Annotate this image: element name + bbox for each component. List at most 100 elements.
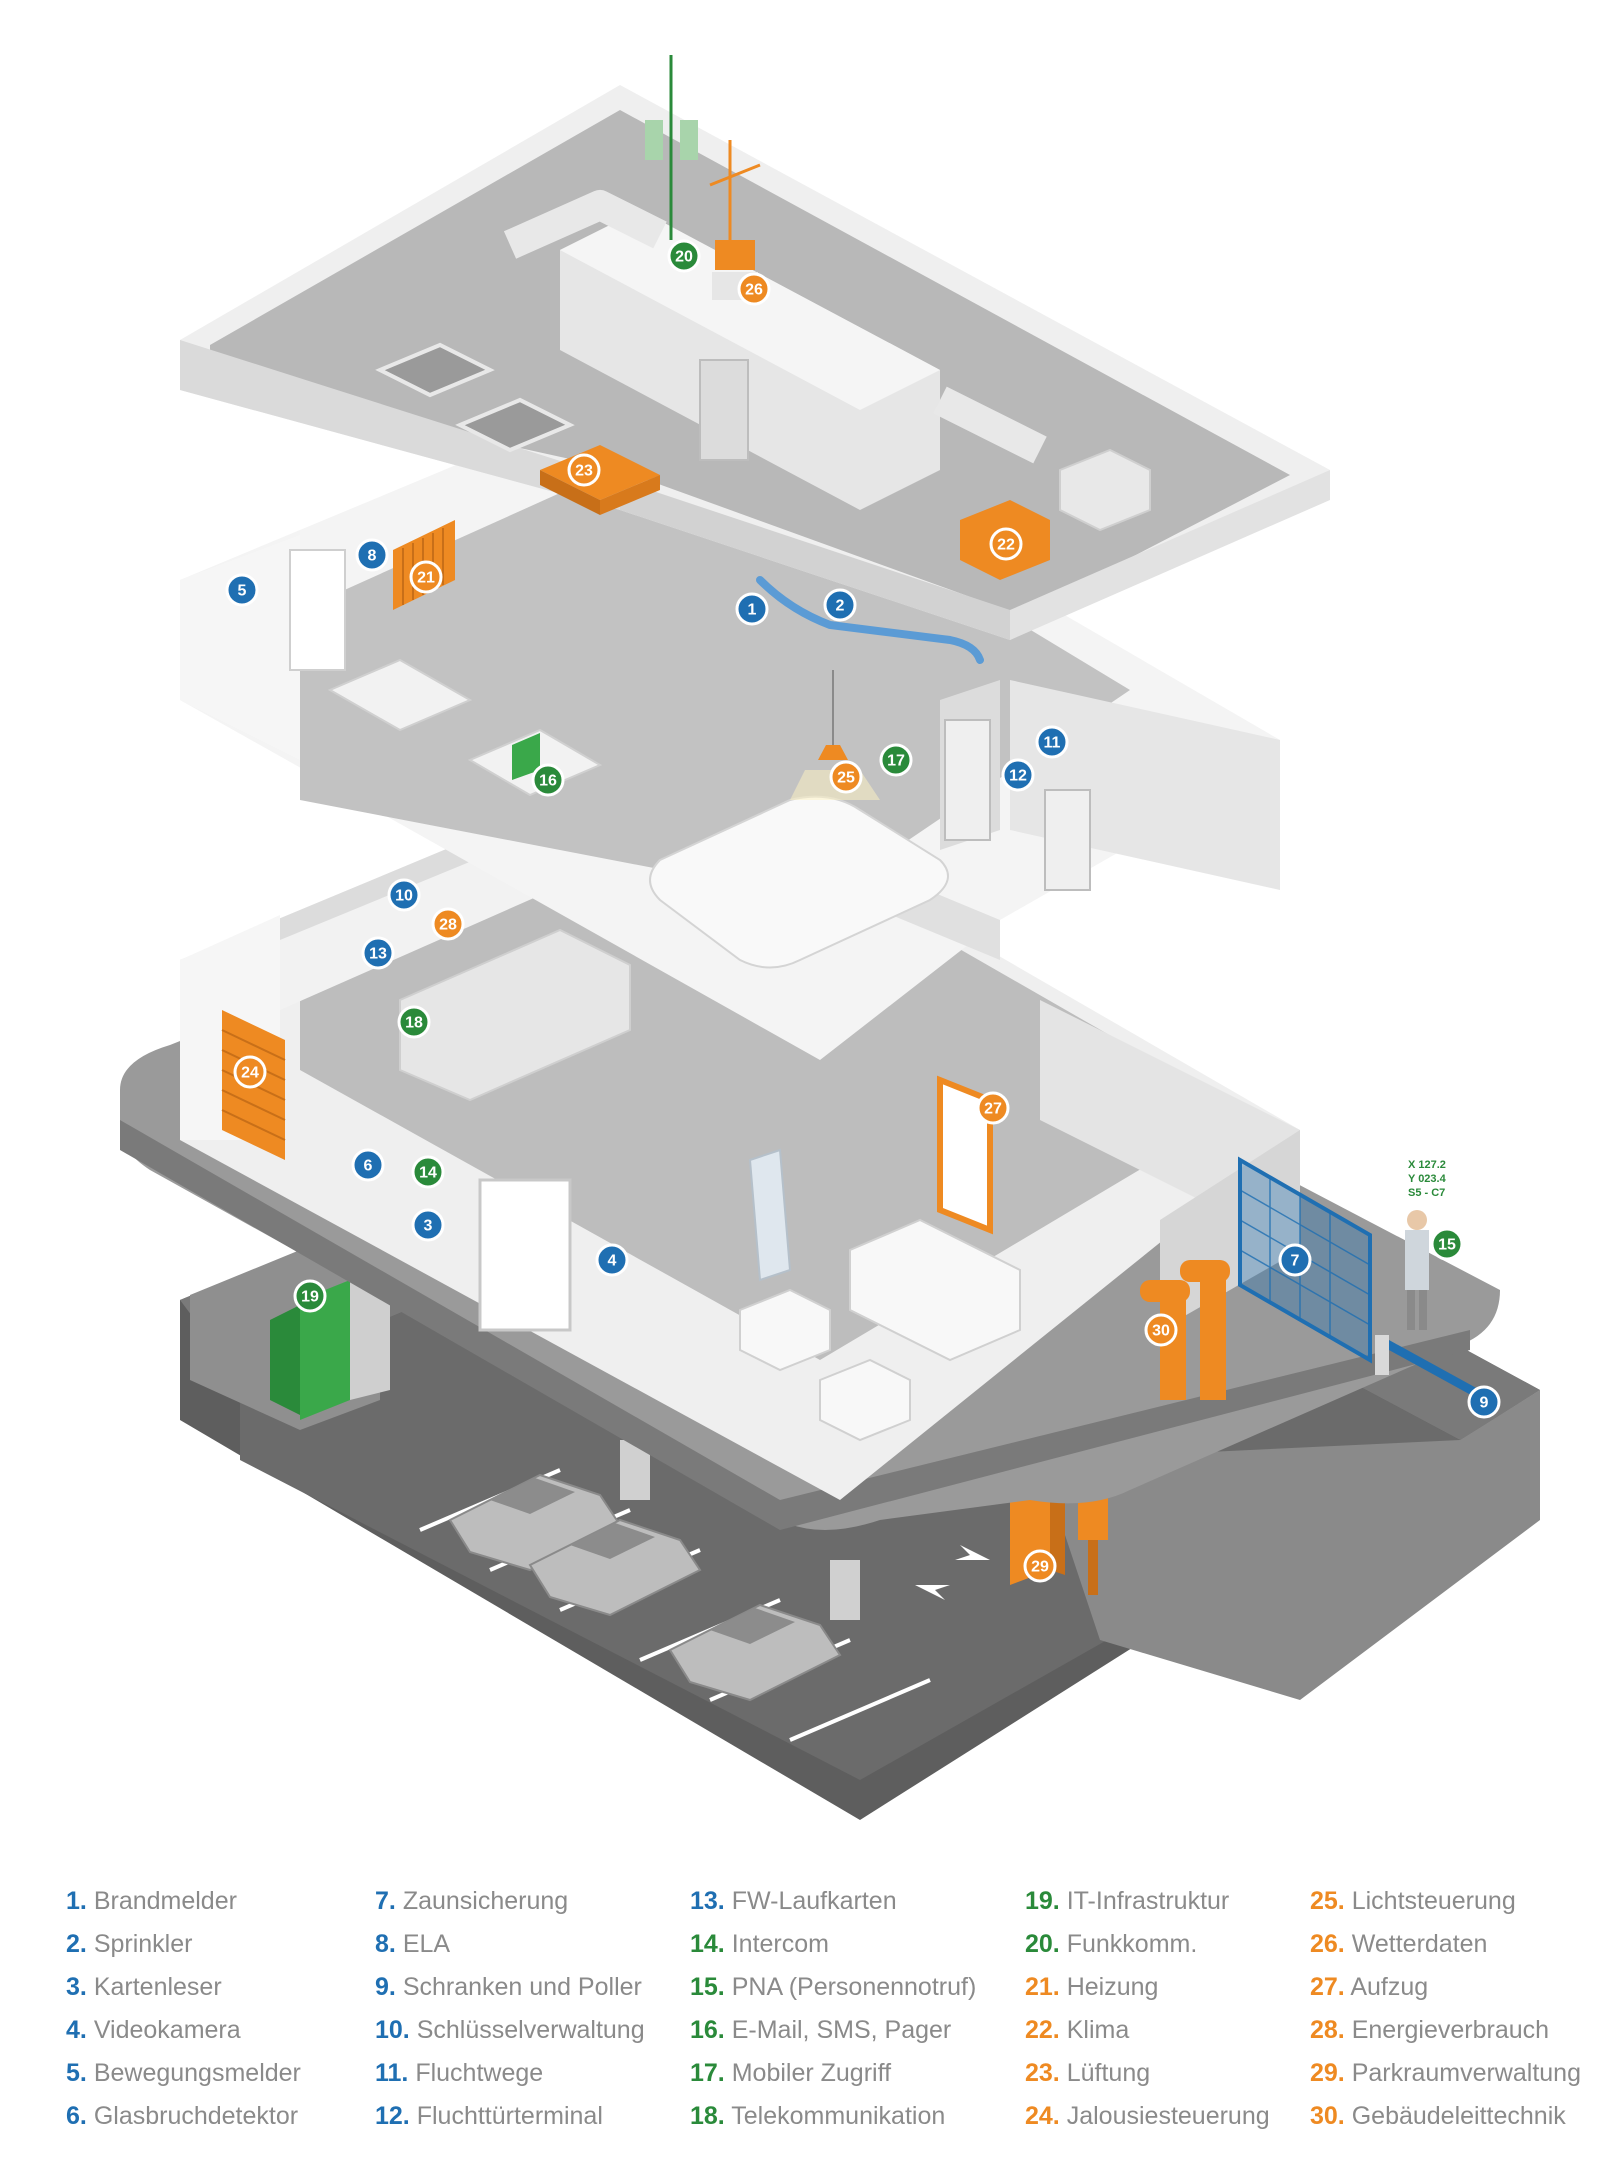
- marker-circle: [351, 1148, 385, 1182]
- legend-item: 12. Fluchttürterminal: [375, 2095, 645, 2138]
- marker-7: 7: [1278, 1243, 1312, 1277]
- marker-circle: [431, 907, 465, 941]
- marker-17: 17: [879, 743, 913, 777]
- legend-number: 7.: [375, 1887, 396, 1915]
- marker-number: 7: [1291, 1253, 1300, 1270]
- marker-8: 8: [355, 538, 389, 572]
- marker-number: 12: [1009, 768, 1027, 785]
- marker-14: 14: [411, 1155, 445, 1189]
- legend-number: 20.: [1025, 1930, 1060, 1958]
- legend-number: 23.: [1025, 2059, 1060, 2087]
- legend-label: Energieverbrauch: [1351, 2016, 1550, 2044]
- legend-label: Lichtsteuerung: [1351, 1887, 1516, 1915]
- legend-number: 6.: [66, 2102, 87, 2130]
- marker-number: 27: [984, 1101, 1002, 1118]
- legend-number: 4.: [66, 2016, 87, 2044]
- marker-18: 18: [397, 1005, 431, 1039]
- legend-number: 29.: [1310, 2059, 1345, 2087]
- marker-number: 25: [837, 770, 855, 787]
- legend-item: 15. PNA (Personennotruf): [690, 1966, 976, 2009]
- marker-number: 20: [675, 249, 693, 266]
- marker-circle: [293, 1279, 327, 1313]
- marker-circle: [1430, 1227, 1464, 1261]
- legend-number: 2.: [66, 1930, 87, 1958]
- marker-1: 1: [735, 592, 769, 626]
- legend-item: 20. Funkkomm.: [1025, 1923, 1270, 1966]
- server-rack: [270, 1280, 390, 1420]
- marker-number: 8: [368, 548, 377, 565]
- marker-circle: [737, 272, 771, 306]
- marker-circle: [667, 239, 701, 273]
- legend-label: Mobiler Zugriff: [731, 2059, 892, 2087]
- legend-number: 27.: [1310, 1973, 1345, 2001]
- legend-item: 19. IT-Infrastruktur: [1025, 1880, 1270, 1923]
- legend-number: 10.: [375, 2016, 410, 2044]
- legend-column-1: 1. Brandmelder 2. Sprinkler 3. Kartenleser…: [66, 1880, 301, 2138]
- marker-number: 16: [539, 773, 557, 790]
- legend-label: Fluchtwege: [415, 2059, 544, 2087]
- legend-label: Funkkomm.: [1066, 1930, 1198, 1958]
- marker-number: 14: [419, 1165, 437, 1182]
- marker-12: 12: [1001, 758, 1035, 792]
- marker-circle: [411, 1208, 445, 1242]
- elevator: [937, 1075, 993, 1235]
- marker-10: 10: [387, 878, 421, 912]
- legend-label: Lüftung: [1066, 2059, 1151, 2087]
- marker-circle: [567, 453, 601, 487]
- marker-circle: [225, 573, 259, 607]
- marker-15: 15: [1430, 1227, 1464, 1261]
- ground-floor: [120, 760, 1500, 1530]
- legend-item: 26. Wetterdaten: [1310, 1923, 1581, 1966]
- antenna: [645, 55, 698, 240]
- car-2: [528, 1518, 702, 1617]
- legend-label: Intercom: [731, 1930, 829, 1958]
- legend-label: Brandmelder: [93, 1887, 237, 1915]
- legend-item: 5. Bewegungsmelder: [66, 2052, 301, 2095]
- marker-circle: [531, 763, 565, 797]
- legend-item: 13. FW-Laufkarten: [690, 1880, 976, 1923]
- marker-11: 11: [1035, 725, 1069, 759]
- marker-circle: [735, 592, 769, 626]
- car-3: [668, 1603, 842, 1702]
- marker-6: 6: [351, 1148, 385, 1182]
- marker-circle: [1023, 1549, 1057, 1583]
- legend-label: Gebäudeleittechnik: [1351, 2102, 1566, 2130]
- legend-item: 4. Videokamera: [66, 2009, 301, 2052]
- legend-label: Telekommunikation: [731, 2102, 946, 2130]
- legend-label: Klima: [1066, 2016, 1130, 2044]
- legend-number: 5.: [66, 2059, 87, 2087]
- legend-number: 14.: [690, 1930, 725, 1958]
- gps-line-y: Y 023.4: [1408, 1173, 1447, 1185]
- gps-line-sector: S5 - C7: [1408, 1187, 1445, 1199]
- marker-circle: [976, 1091, 1010, 1125]
- legend-item: 8. ELA: [375, 1923, 645, 1966]
- marker-2: 2: [823, 588, 857, 622]
- legend-item: 25. Lichtsteuerung: [1310, 1880, 1581, 1923]
- legend-label: Sprinkler: [93, 1930, 193, 1958]
- marker-5: 5: [225, 573, 259, 607]
- legend-number: 30.: [1310, 2102, 1345, 2130]
- legend-item: 23. Lüftung: [1025, 2052, 1270, 2095]
- marker-circle: [397, 1005, 431, 1039]
- marker-circle: [595, 1243, 629, 1277]
- marker-number: 2: [836, 598, 845, 615]
- legend-number: 16.: [690, 2016, 725, 2044]
- marker-23: 23: [567, 453, 601, 487]
- legend-item: 7. Zaunsicherung: [375, 1880, 645, 1923]
- legend-label: FW-Laufkarten: [731, 1887, 897, 1915]
- legend-label: Jalousiesteuerung: [1066, 2102, 1270, 2130]
- marker-22: 22: [989, 527, 1023, 561]
- marker-circle: [409, 560, 443, 594]
- legend-label: Heizung: [1066, 1973, 1159, 2001]
- legend-item: 3. Kartenleser: [66, 1966, 301, 2009]
- legend-item: 1. Brandmelder: [66, 1880, 301, 1923]
- marker-circle: [387, 878, 421, 912]
- legend-item: 10. Schlüsselverwaltung: [375, 2009, 645, 2052]
- marker-number: 21: [417, 570, 435, 587]
- legend-number: 9.: [375, 1973, 396, 2001]
- legend-item: 24. Jalousiesteuerung: [1025, 2095, 1270, 2138]
- marker-circle: [1001, 758, 1035, 792]
- marker-number: 18: [405, 1015, 423, 1032]
